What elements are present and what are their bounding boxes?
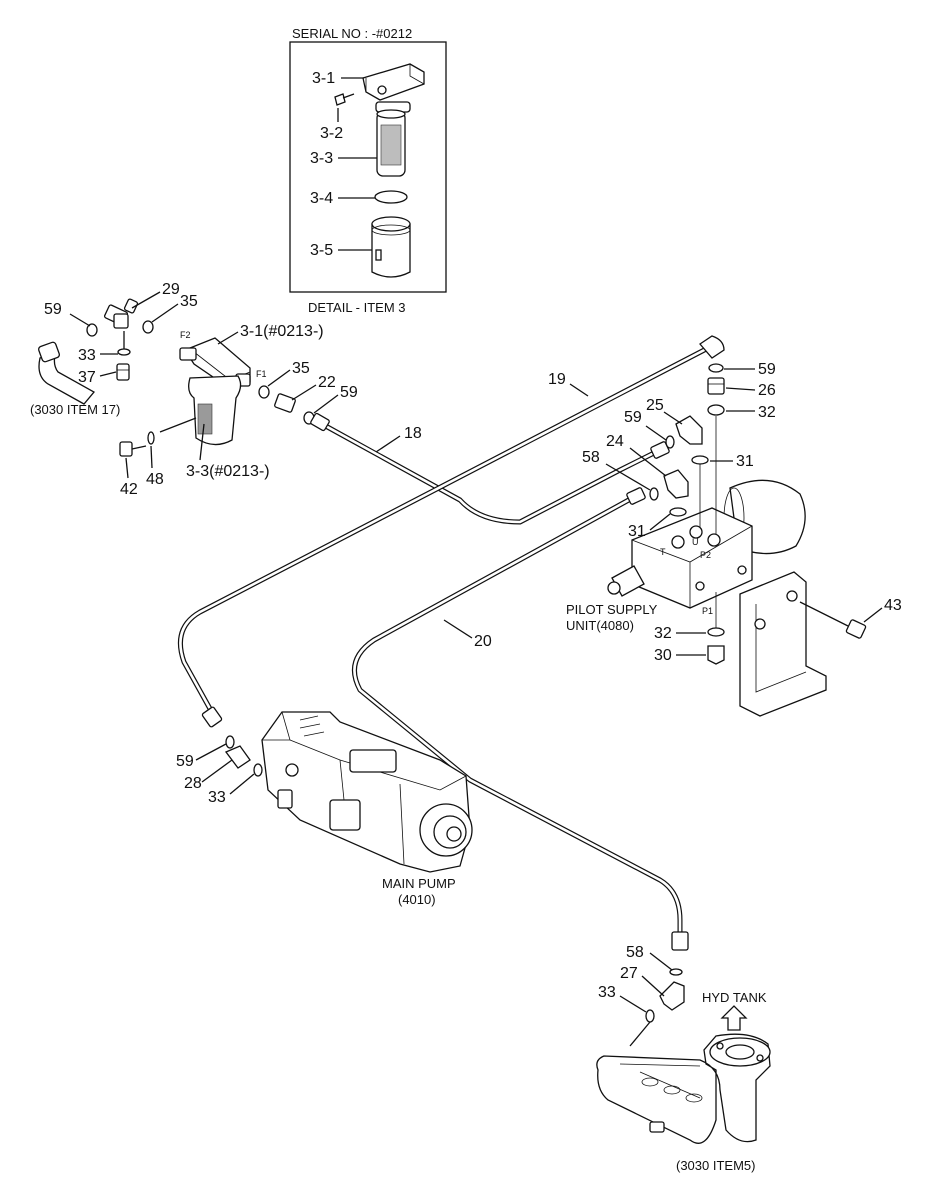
elbow-27 <box>659 981 685 1011</box>
mounting-bracket <box>739 571 827 717</box>
o-ring-35-b <box>258 385 270 399</box>
up-arrow-icon <box>720 1005 748 1031</box>
callout-32-b: 32 <box>654 625 672 642</box>
o-ring-32-b <box>707 627 725 637</box>
callout-29: 29 <box>162 281 180 298</box>
callout-30: 30 <box>654 647 672 664</box>
filter-case-3-3 <box>188 375 242 446</box>
detail-frame <box>289 41 447 293</box>
callout-31-a: 31 <box>736 453 754 470</box>
hyd-tank-label: HYD TANK <box>702 990 767 1005</box>
callout-3-5: 3-5 <box>310 242 333 259</box>
o-ring-33-c <box>645 1009 655 1023</box>
callout-58-b: 58 <box>626 944 644 961</box>
o-ring-59-e <box>225 735 235 749</box>
pilot-supply-ref: UNIT(4080) <box>566 618 634 633</box>
pilot-supply-label: PILOT SUPPLY <box>566 602 658 617</box>
callout-3-1-new: 3-1(#0213-) <box>240 323 324 340</box>
callout-42: 42 <box>120 481 138 498</box>
tank-area <box>596 968 771 1144</box>
ref-3030-item-5: (3030 ITEM5) <box>676 1158 755 1173</box>
filter-head-part <box>362 63 425 113</box>
filter-case-part <box>371 216 411 278</box>
callout-18: 18 <box>404 425 422 442</box>
callout-33-a: 33 <box>78 347 96 364</box>
o-ring-31-b <box>669 507 687 517</box>
callout-59-d: 59 <box>624 409 642 426</box>
adapter-26 <box>707 377 725 395</box>
o-ring-35-a <box>142 320 154 334</box>
callout-59-a: 59 <box>44 301 62 318</box>
callout-25: 25 <box>646 397 664 414</box>
callout-3-3: 3-3 <box>310 150 333 167</box>
o-ring-33-a <box>117 348 131 356</box>
callout-3-4: 3-4 <box>310 190 333 207</box>
callout-58-a: 58 <box>582 449 600 466</box>
adapter-28 <box>224 745 251 769</box>
callout-26: 26 <box>758 382 776 399</box>
adapter-22 <box>274 393 296 413</box>
detail-caption: DETAIL - ITEM 3 <box>308 300 406 315</box>
port-t: T <box>660 547 666 557</box>
main-pump <box>261 711 473 873</box>
o-ring-31-a <box>691 455 709 465</box>
main-pump-label: MAIN PUMP <box>382 876 456 891</box>
plug-37 <box>116 363 130 381</box>
o-ring-part <box>374 190 408 204</box>
serial-number-label: SERIAL NO : -#0212 <box>292 26 412 41</box>
o-ring-58-b <box>669 968 683 976</box>
elbow-24 <box>663 469 689 499</box>
callout-59-e: 59 <box>176 753 194 770</box>
filter-element-part <box>376 109 406 177</box>
tee-fitting-29 <box>103 298 139 329</box>
callout-31-b: 31 <box>628 523 646 540</box>
port-f1: F1 <box>256 369 267 379</box>
o-ring-59-c <box>708 363 724 373</box>
callout-22: 22 <box>318 374 336 391</box>
bolt-43 <box>799 601 867 639</box>
callout-20: 20 <box>474 633 492 650</box>
port-u: U <box>692 537 699 547</box>
callout-43: 43 <box>884 597 902 614</box>
port-f2: F2 <box>180 330 191 340</box>
callout-3-3-new: 3-3(#0213-) <box>186 463 270 480</box>
callout-33-c: 33 <box>598 984 616 1001</box>
hoses <box>178 335 725 951</box>
washer-48 <box>147 431 155 445</box>
ref-3030-item-17: (3030 ITEM 17) <box>30 402 120 417</box>
plug-30 <box>707 645 725 665</box>
port-p2: P2 <box>700 550 711 560</box>
port-p1: P1 <box>702 606 713 616</box>
elbow-25 <box>675 415 703 445</box>
callout-48: 48 <box>146 471 164 488</box>
callout-19: 19 <box>548 371 566 388</box>
detail-item-3: SERIAL NO : -#0212 3-1 3-2 3-3 3-4 <box>289 26 447 315</box>
o-ring-33-b <box>253 763 263 777</box>
o-ring-32-a <box>707 404 725 416</box>
o-ring-58-a <box>649 487 659 501</box>
callout-37: 37 <box>78 369 96 386</box>
o-ring-59-a <box>86 323 98 337</box>
pilot-supply-area <box>607 363 867 717</box>
main-pump-ref: (4010) <box>398 892 436 907</box>
callout-59-c: 59 <box>758 361 776 378</box>
callout-35-a: 35 <box>180 293 198 310</box>
callout-32-a: 32 <box>758 404 776 421</box>
callout-24: 24 <box>606 433 624 450</box>
bolt-42 <box>119 441 147 457</box>
pilot-supply-block <box>631 507 753 609</box>
callout-59-b: 59 <box>340 384 358 401</box>
callout-27: 27 <box>620 965 638 982</box>
screw-part <box>334 93 355 106</box>
filter-assembly <box>38 298 315 457</box>
o-ring-59-d <box>665 435 675 449</box>
callout-28: 28 <box>184 775 202 792</box>
callout-35-b: 35 <box>292 360 310 377</box>
callout-3-1: 3-1 <box>312 70 335 87</box>
callout-33-b: 33 <box>208 789 226 806</box>
callout-3-2: 3-2 <box>320 125 343 142</box>
